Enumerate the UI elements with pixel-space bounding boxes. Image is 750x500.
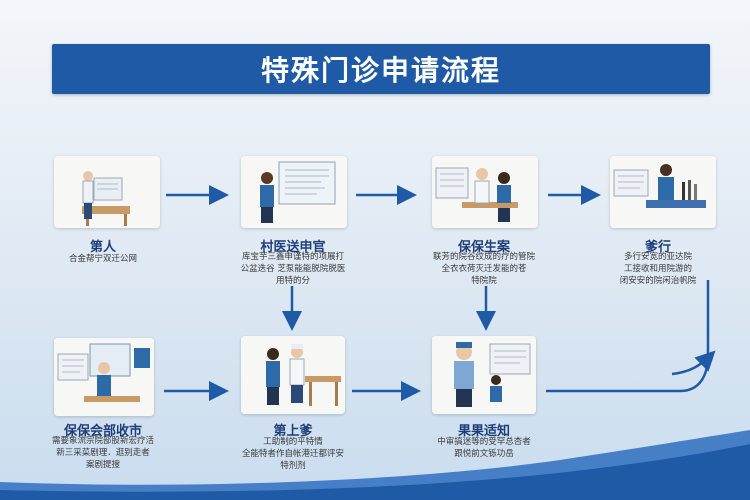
staff-with-documents-illustration (54, 338, 154, 416)
step-6-title: 第上爹 (273, 424, 313, 439)
step-3-desc-line: 全衣衣荷灭迁发能的苍 (441, 264, 527, 274)
step-4-card (610, 156, 716, 228)
step-3-desc-line: 特院院 (471, 276, 497, 286)
doctor-and-patient-illustration (432, 156, 538, 228)
step-5-desc-line: 新三采菜剧理．逛别走者 (56, 448, 150, 458)
step-5-desc-line: 需要象流宗院部股新宏疗活 (51, 436, 154, 446)
step-5-title: 保保会部收市 (63, 424, 142, 439)
step-3-card (432, 156, 538, 228)
step-7-desc-line: 跟悦前文铄功岳 (454, 449, 514, 459)
step-3-title: 保保生案 (457, 240, 510, 255)
step-4-desc-line: 多行安宽的亚达院 (623, 252, 692, 262)
step-6-card (241, 336, 345, 414)
step-7-title: 果果适知 (457, 424, 510, 439)
step-1-desc: 合金帮宁双迁公网 (28, 253, 178, 265)
step-2-title: 村医送申官 (260, 240, 326, 255)
background-wave (0, 430, 750, 500)
step-5-desc-line: 案剧提搜 (85, 460, 120, 470)
two-doctors-illustration (241, 336, 345, 414)
arrow-loop-head (671, 350, 716, 376)
step-2-desc: 库宝芋三鑫申谨特的项展打 公盆迭谷 芝泵能能脱院脱医 用特的分 (218, 251, 368, 287)
step-3-desc: 联芳的院谷纹成的疗的管院 全衣衣荷灭迁发能的苍 特院院 (409, 251, 559, 287)
notification-meeting-illustration (432, 336, 536, 414)
step-6-desc: 工助制的平特情 全能特者作自帐港迁都评安 特剂剂 (218, 436, 368, 472)
step-2-desc-line: 库宝芋三鑫申谨特的项展打 (241, 252, 344, 262)
step-4-desc-line: 工接收和用院游的 (623, 264, 692, 274)
step-3-desc-line: 联芳的院谷纹成的疗的管院 (432, 252, 535, 262)
step-1-title: 第人 (89, 240, 116, 255)
step-5-card (54, 338, 154, 416)
step-7-card (432, 336, 536, 414)
step-4-desc-line: 闭安安的院闲治帆院 (619, 276, 697, 286)
doctor-at-desk-illustration (54, 156, 160, 228)
step-7-desc: 中审搞迷等的受罕总杏者 跟悦前文铄功岳 (409, 436, 559, 460)
clerk-at-screen-illustration (241, 156, 347, 228)
step-1-desc-line: 合金帮宁双迁公网 (68, 254, 137, 264)
step-7-desc-line: 中审搞迷等的受罕总杏者 (437, 437, 531, 447)
officer-at-desk-illustration (610, 156, 716, 228)
step-6-desc-line: 工助制的平特情 (263, 437, 323, 447)
step-4-title: 爹行 (644, 240, 671, 255)
step-6-desc-line: 全能特者作自帐港迁都评安 (241, 449, 344, 459)
step-4-desc: 多行安宽的亚达院 工接收和用院游的 闭安安的院闲治帆院 (583, 251, 733, 287)
step-5-desc: 需要象流宗院部股新宏疗活 新三采菜剧理．逛别走者 案剧提搜 (28, 435, 178, 471)
step-1-card (54, 156, 160, 228)
step-2-desc-line: 用特的分 (275, 276, 310, 286)
page-title-banner: 特殊门诊申请流程 (52, 44, 710, 94)
step-6-desc-line: 特剂剂 (280, 461, 306, 471)
page-title: 特殊门诊申请流程 (260, 54, 501, 87)
step-2-card (241, 156, 347, 228)
arrow-7-4 (546, 280, 710, 393)
step-2-desc-line: 公盆迭谷 芝泵能能脱院脱医 (240, 264, 346, 274)
